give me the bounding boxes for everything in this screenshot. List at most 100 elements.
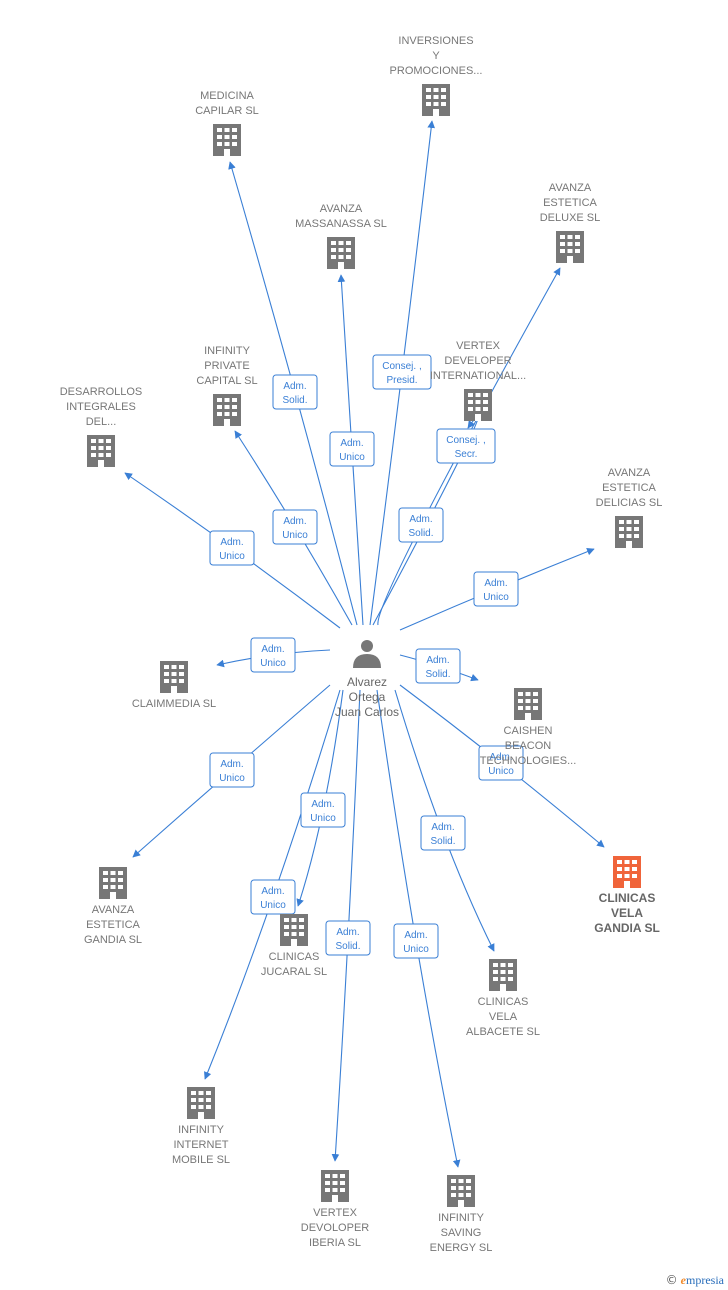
company-label: INFINITY xyxy=(438,1212,484,1224)
building-icon xyxy=(447,1175,475,1207)
company-label: INFINITY xyxy=(204,345,250,357)
footer-brand[interactable]: © empresia xyxy=(666,1273,724,1288)
edge-label: Adm.Unico xyxy=(272,509,318,545)
edge-label: Adm.Unico xyxy=(473,571,519,607)
edge-label: Adm.Solid. xyxy=(420,815,466,851)
building-icon xyxy=(160,661,188,693)
edge-label: Adm. Solid. xyxy=(325,920,371,956)
building-icon xyxy=(327,237,355,269)
edge-label-text: Adm. xyxy=(220,537,243,548)
building-icon xyxy=(99,867,127,899)
company-node-vertex-iberia[interactable]: VERTEX DEVOLOPER IBERIA SL xyxy=(301,1170,370,1249)
company-node-desarrollos[interactable]: DESARROLLOSINTEGRALESDEL... xyxy=(60,386,143,467)
edge-label-box xyxy=(420,815,466,851)
edge-label-text: Adm. xyxy=(340,438,363,449)
company-label: CLINICAS xyxy=(599,891,656,905)
edge-label-text: Adm. xyxy=(283,516,306,527)
company-label: MOBILE SL xyxy=(172,1154,230,1166)
edge-label-box xyxy=(325,920,371,956)
edge-label-box xyxy=(398,507,444,543)
company-label: TECHNOLOGIES... xyxy=(480,755,577,767)
edge-label-text: Adm. xyxy=(426,655,449,666)
edge-label-text: Adm. xyxy=(336,927,359,938)
company-node-inversiones[interactable]: INVERSIONESYPROMOCIONES... xyxy=(390,35,483,116)
edge-label: Adm. Solid. xyxy=(415,648,461,684)
edge-label-text: Consej. , xyxy=(446,435,485,446)
edge-label-text: Solid. xyxy=(335,941,360,952)
edge-label-text: Unico xyxy=(219,773,245,784)
company-label: ALBACETE SL xyxy=(466,1026,540,1038)
edge-label: Consej. ,Presid. xyxy=(372,354,432,390)
company-label: ESTETICA xyxy=(602,482,656,494)
edge-label-text: Solid. xyxy=(425,669,450,680)
company-label: AVANZA xyxy=(92,904,135,916)
edge-label-box xyxy=(250,637,296,673)
company-label: GANDIA SL xyxy=(84,934,142,946)
edge-label-text: Unico xyxy=(339,452,365,463)
company-label: INTEGRALES xyxy=(66,401,136,413)
company-label: CLINICAS xyxy=(478,996,529,1008)
building-icon xyxy=(87,435,115,467)
company-label: INFINITY xyxy=(178,1124,224,1136)
edge-label-text: Unico xyxy=(403,944,429,955)
company-node-caishen[interactable]: CAISHENBEACONTECHNOLOGIES... xyxy=(480,688,577,767)
company-node-clinicas-vela-albacete[interactable]: CLINICAS VELA ALBACETE SL xyxy=(466,959,540,1038)
edge-label-text: Adm. xyxy=(489,752,512,763)
edge-label-text: Secr. xyxy=(455,449,478,460)
company-label: DEVOLOPER xyxy=(301,1222,370,1234)
company-label: DEL... xyxy=(86,416,117,428)
edge-label-box xyxy=(393,923,439,959)
company-label: INTERNATIONAL... xyxy=(430,370,526,382)
edge-label-text: Adm. xyxy=(311,799,334,810)
edge-label-text: Solid. xyxy=(282,395,307,406)
building-icon xyxy=(187,1087,215,1119)
edge-label: Adm.Unico xyxy=(478,745,524,781)
edge-label: Adm.Unico xyxy=(250,879,296,915)
company-label: BEACON xyxy=(505,740,552,752)
company-label: VELA xyxy=(489,1011,518,1023)
company-label: IBERIA SL xyxy=(309,1237,361,1249)
edge-label: Adm. Unico xyxy=(393,923,439,959)
company-label: GANDIA SL xyxy=(594,921,660,935)
company-label: ENERGY SL xyxy=(430,1242,493,1254)
edge-label-text: Unico xyxy=(260,900,286,911)
edge-label-text: Solid. xyxy=(430,836,455,847)
edge-label: Adm.Solid. xyxy=(398,507,444,543)
edge-label: Consej. , Secr. xyxy=(436,428,496,464)
edge-label: Adm. Unico xyxy=(209,752,255,788)
edge-label-text: Unico xyxy=(219,551,245,562)
edge-label-box xyxy=(478,745,524,781)
edge-label-text: Presid. xyxy=(386,375,417,386)
company-label: JUCARAL SL xyxy=(261,966,327,978)
edge-label: Adm.Unico xyxy=(300,792,346,828)
building-icon xyxy=(514,688,542,720)
company-label: CAPILAR SL xyxy=(195,105,259,117)
company-label: AVANZA xyxy=(549,182,592,194)
edge-label: Adm.Unico xyxy=(250,637,296,673)
edge-label-text: Adm. xyxy=(220,759,243,770)
company-label: VERTEX xyxy=(313,1207,357,1219)
company-node-vertex-intl[interactable]: VERTEXDEVELOPERINTERNATIONAL... xyxy=(430,340,526,421)
company-label: CAPITAL SL xyxy=(196,375,257,387)
edge-label-text: Solid. xyxy=(408,528,433,539)
brand-name: mpresia xyxy=(686,1273,724,1287)
edge-label-box xyxy=(209,752,255,788)
company-label: AVANZA xyxy=(608,467,651,479)
edge-label-text: Unico xyxy=(260,658,286,669)
company-node-claimmedia[interactable]: CLAIMMEDIA SL xyxy=(132,661,216,710)
edge-label-text: Adm. xyxy=(283,381,306,392)
company-label: DELUXE SL xyxy=(540,212,601,224)
edge-label-text: Adm. xyxy=(404,930,427,941)
